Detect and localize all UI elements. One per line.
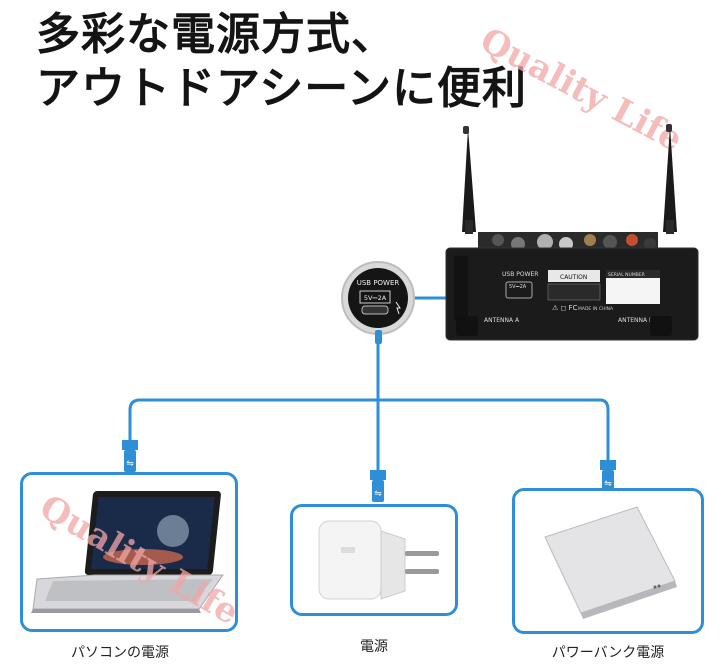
antenna-a-label: ANTENNA A — [484, 317, 520, 324]
mixer-device: USB POWER 5V⎓2A CAUTION ⚠ ◻ FC MADE IN C… — [445, 124, 699, 341]
usb-plug-left: ⇋ — [122, 440, 138, 472]
made-in-text: MADE IN CHINA — [578, 306, 614, 312]
usb-port-zoom: USB POWER 5V⎓2A — [341, 261, 415, 344]
caption-laptop-power: パソコンの電源 — [71, 645, 169, 661]
headline-line-2: アウトドアシーンに便利 — [36, 63, 528, 114]
caption-mains-power: 電源 — [360, 639, 388, 655]
wall-charger-icon — [318, 520, 439, 600]
usb-spec-label: 5V⎓2A — [364, 294, 387, 302]
usb-power-label: USB POWER — [357, 279, 400, 287]
source-box-power-bank — [512, 488, 704, 634]
caution-text: CAUTION — [560, 274, 587, 281]
svg-text:⚠ ◻ FC: ⚠ ◻ FC — [552, 304, 578, 312]
usb-c-plug-icon — [375, 330, 382, 344]
cable-lines — [128, 296, 610, 470]
headline-line-1: 多彩な電源方式、 — [36, 9, 396, 60]
source-box-laptop — [20, 472, 238, 632]
serial-number-label: SERIAL NUMBER — [608, 272, 645, 278]
laptop-icon — [31, 491, 224, 613]
power-bank-icon — [544, 506, 677, 619]
svg-text:⇋: ⇋ — [374, 489, 382, 499]
antenna-right — [663, 126, 677, 232]
caution-label — [548, 270, 600, 282]
usb-c-port-icon — [361, 305, 389, 315]
serial-number-plate — [606, 278, 660, 304]
svg-text:⇋: ⇋ — [126, 459, 134, 469]
svg-text:⇋: ⇋ — [604, 479, 612, 489]
usb-plug-center: ⇋ — [370, 470, 386, 502]
antenna-b-label: ANTENNA B — [618, 317, 653, 324]
usb-plug-right: ⇋ — [600, 460, 616, 492]
usb-power-small-label: USB POWER — [502, 271, 538, 278]
usb-spec-small-label: 5V⎓2A — [509, 284, 527, 290]
headline: 多彩な電源方式、 アウトドアシーンに便利 — [36, 8, 527, 116]
caption-power-bank: パワーバンク電源 — [551, 645, 665, 661]
antenna-left — [462, 128, 476, 232]
source-box-charger — [290, 504, 458, 616]
